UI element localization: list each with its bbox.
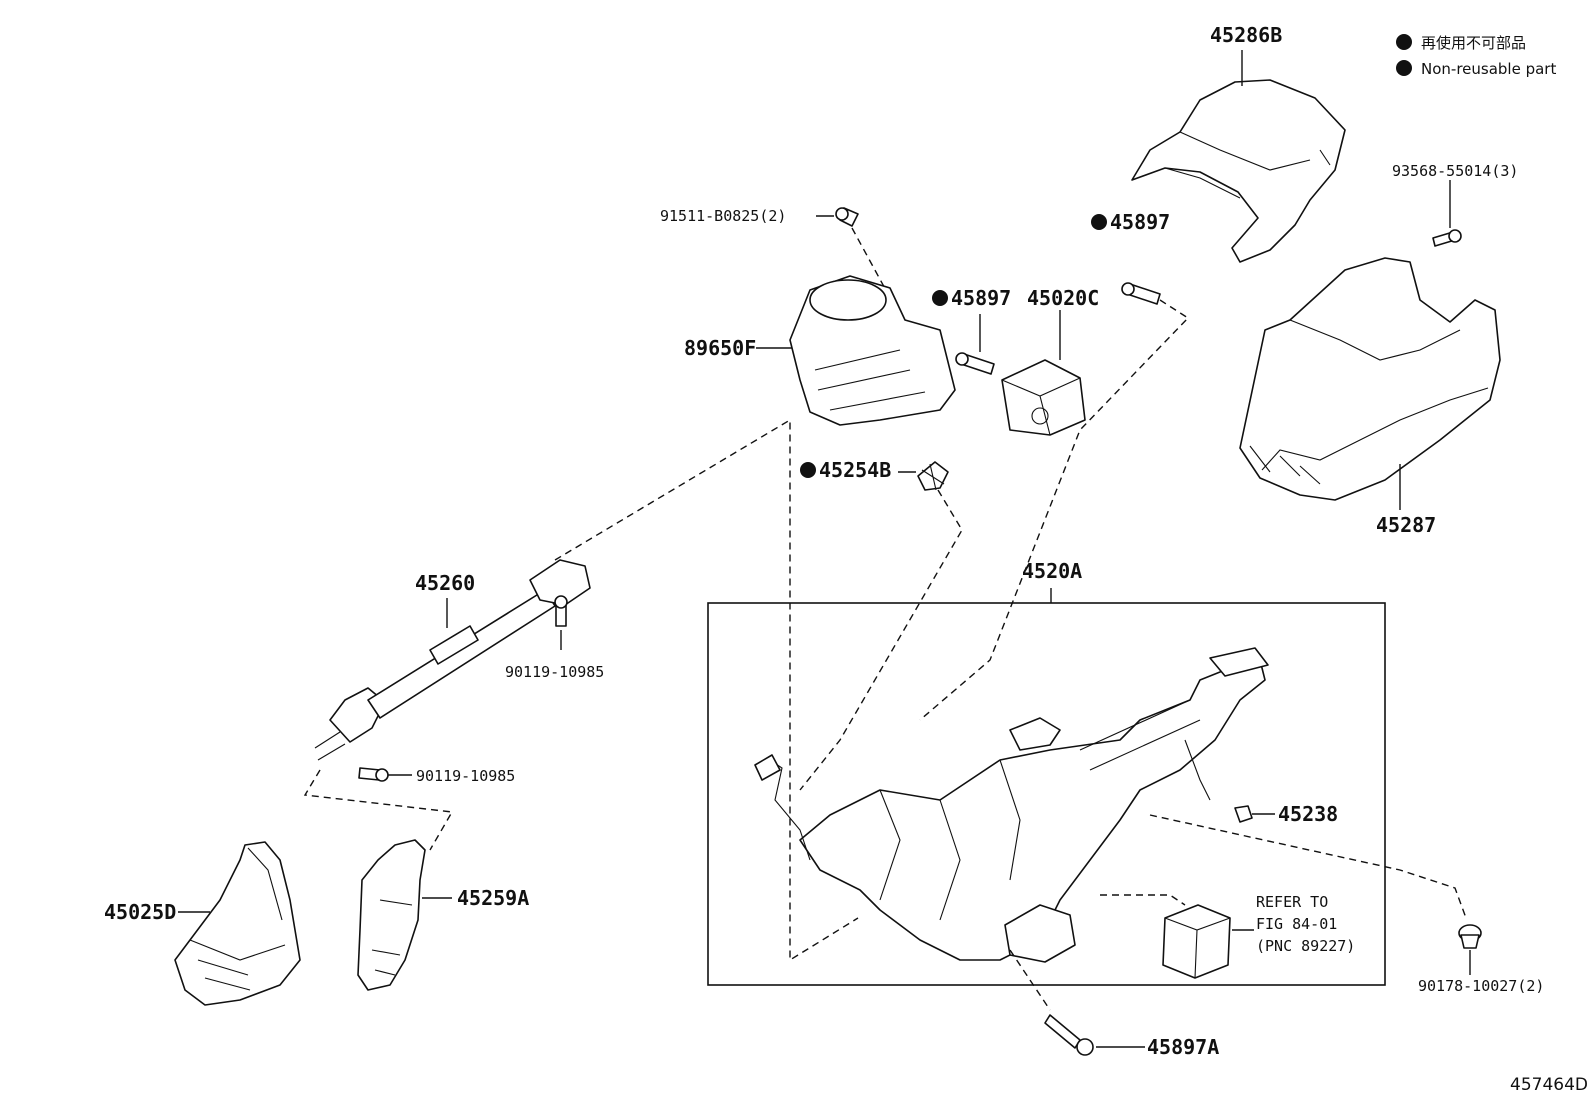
label-45254B: 45254B xyxy=(819,458,891,482)
non-reusable-dot-icon xyxy=(1396,60,1412,76)
clip-45254B: 45254B xyxy=(799,458,963,791)
bolt-45897-mid: 45897 xyxy=(932,286,1011,375)
non-reusable-dot-icon xyxy=(932,290,948,306)
dust-boot-45025D: 45025D xyxy=(104,841,301,1006)
lower-column-cover-45287: 45287 xyxy=(1239,257,1501,537)
cover-45259A: 45259A xyxy=(357,839,529,991)
label-4520A: 4520A xyxy=(1022,559,1082,583)
screw-93568: 93568-55014(3) xyxy=(1392,162,1518,247)
non-reusable-dot-icon xyxy=(1396,34,1412,50)
label-90119-b: 90119-10985 xyxy=(416,767,515,785)
label-45238: 45238 xyxy=(1278,802,1338,826)
upper-column-cover-45286B: 45286B xyxy=(1131,23,1346,263)
label-45897A: 45897A xyxy=(1147,1035,1219,1059)
label-45286B: 45286B xyxy=(1210,23,1282,47)
label-93568: 93568-55014(3) xyxy=(1392,162,1518,180)
dashed-link xyxy=(554,418,859,962)
non-reusable-dot-icon xyxy=(1091,214,1107,230)
label-90178: 90178-10027(2) xyxy=(1418,977,1544,995)
column-assembly-4520A: 4520A REFER TO FIG 84-01 (PNC 89227) 452… xyxy=(707,559,1467,1011)
label-45287: 45287 xyxy=(1376,513,1436,537)
label-45897-mid: 45897 xyxy=(951,286,1011,310)
legend: 再使用不可部品 Non-reusable part xyxy=(1396,34,1556,78)
non-reusable-dot-icon xyxy=(800,462,816,478)
lock-45020C: 45020C xyxy=(1001,286,1099,436)
label-45259A: 45259A xyxy=(457,886,529,910)
bolt-90119-a: 90119-10985 xyxy=(505,595,604,681)
screw-91511: 91511-B0825(2) xyxy=(660,207,901,317)
label-refer-3: (PNC 89227) xyxy=(1256,937,1355,955)
label-45020C: 45020C xyxy=(1027,286,1099,310)
label-91511: 91511-B0825(2) xyxy=(660,207,786,225)
label-45025D: 45025D xyxy=(104,900,176,924)
label-refer-1: REFER TO xyxy=(1256,893,1328,911)
sensor-89650F: 89650F xyxy=(684,275,956,426)
bolt-45897A: 45897A xyxy=(1044,1014,1219,1059)
label-90119-a: 90119-10985 xyxy=(505,663,604,681)
label-45897-top: 45897 xyxy=(1110,210,1170,234)
bolt-45897-top: 45897 xyxy=(919,210,1190,721)
legend-en: Non-reusable part xyxy=(1421,60,1556,78)
bolt-90119-b: 90119-10985 xyxy=(358,767,515,785)
dashed-link xyxy=(303,769,454,851)
intermediate-shaft-45260: 45260 xyxy=(314,559,591,761)
diagram-id: 457464D xyxy=(1510,1075,1588,1095)
grommet-90178: 90178-10027(2) xyxy=(1418,924,1544,995)
label-45260: 45260 xyxy=(415,571,475,595)
label-89650F: 89650F xyxy=(684,336,756,360)
legend-jp: 再使用不可部品 xyxy=(1421,34,1526,52)
label-refer-2: FIG 84-01 xyxy=(1256,915,1337,933)
